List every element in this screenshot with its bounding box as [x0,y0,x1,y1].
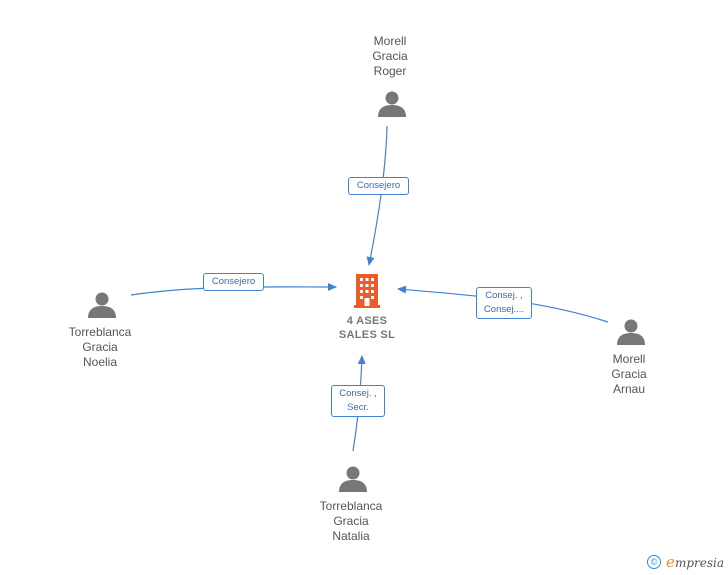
edge-label-line: Consejero [211,276,256,287]
person-name-line: Gracia [372,49,408,63]
person-name-line: Gracia [611,367,647,381]
edge-label-roger[interactable]: Consejero [348,177,409,195]
footer-brand[interactable]: © empresia [647,553,724,571]
person-name-line: Arnau [612,382,646,396]
edge-roger-to-company [366,125,388,266]
edge-label-line: Consejero [356,180,401,191]
edge-label-line: Secr. [347,402,369,413]
person-label-morell-gracia-arnau[interactable]: Morell Gracia Arnau [569,352,689,397]
edge-label-line: Consej. , [339,388,377,399]
edge-label-line: Consej. , [485,290,523,301]
person-label-torreblanca-gracia-noelia[interactable]: Torreblanca Gracia Noelia [40,325,160,370]
person-name-line: Natalia [332,529,370,543]
person-name-line: Roger [373,64,407,78]
company-name-line: 4 ASES [346,315,388,327]
person-label-morell-gracia-roger[interactable]: Morell Gracia Roger [330,34,450,79]
person-name-line: Gracia [333,514,369,528]
person-name-line: Torreblanca [68,325,132,339]
person-icon[interactable] [617,319,645,346]
copyright-icon: © [647,555,662,569]
person-name-line: Morell [612,352,646,366]
person-name-line: Morell [373,34,407,48]
brand-initial: e [666,553,675,571]
brand-logo: empresia [666,553,724,571]
person-name-line: Noelia [82,355,118,369]
person-name-line: Gracia [82,340,118,354]
person-icon[interactable] [88,292,116,319]
person-name-line: Torreblanca [319,499,383,513]
edge-label-natalia[interactable]: Consej. , Secr. [331,385,385,417]
person-icon[interactable] [378,91,406,118]
company-label[interactable]: 4 ASES SALES SL [307,314,427,342]
edge-label-line: Consej.... [483,304,525,315]
company-name-line: SALES SL [338,329,396,341]
edge-label-arnau[interactable]: Consej. , Consej.... [476,287,532,319]
person-icon[interactable] [339,466,367,493]
person-label-torreblanca-gracia-natalia[interactable]: Torreblanca Gracia Natalia [291,499,411,544]
edge-label-noelia[interactable]: Consejero [203,273,264,291]
brand-rest: mpresia [674,556,724,570]
building-icon[interactable] [354,274,380,308]
